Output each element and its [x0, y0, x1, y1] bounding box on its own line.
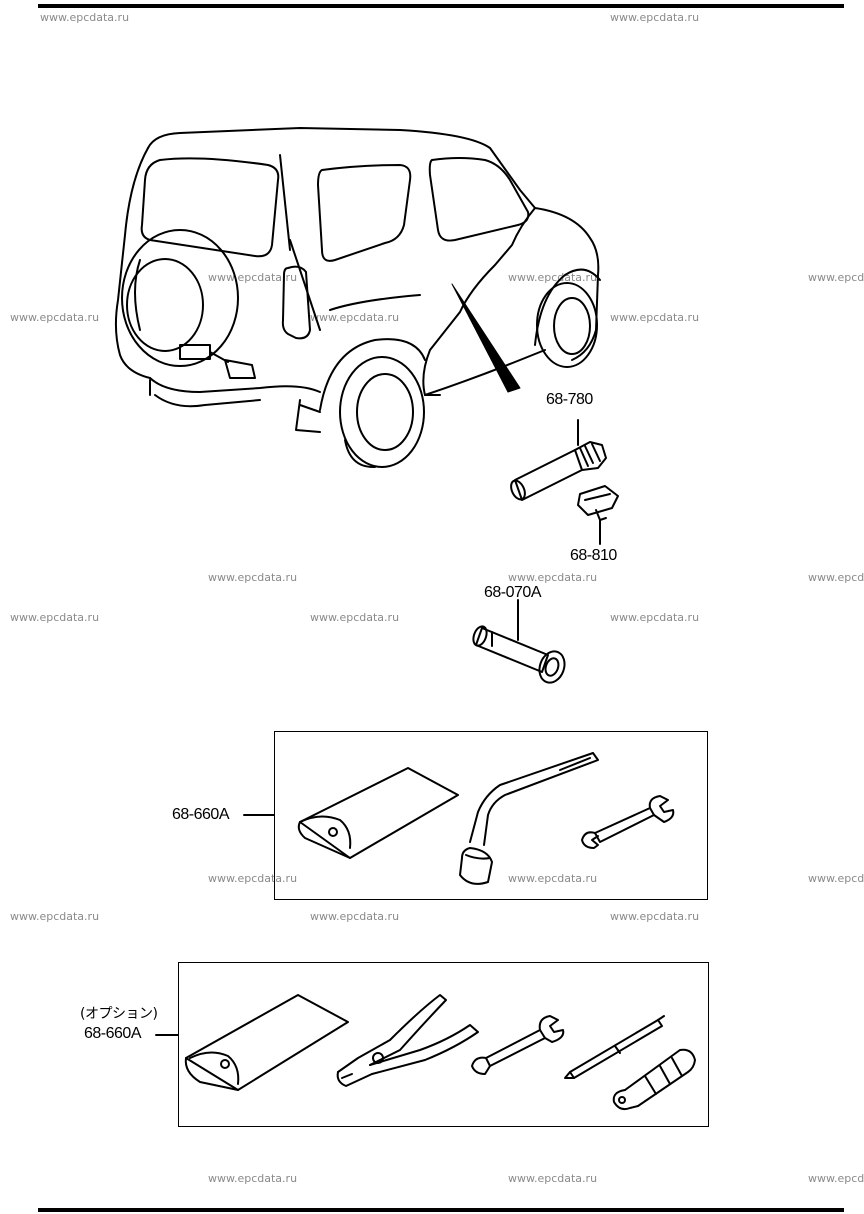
watermark: www.epcdata.ru: [808, 271, 864, 284]
screwdriver-bit-icon: [564, 1015, 665, 1079]
jack-handle-part: [510, 419, 607, 501]
watermark: www.epcdata.ru: [10, 311, 100, 324]
watermark: www.epcdata.ru: [208, 571, 298, 584]
watermark: www.epcdata.ru: [508, 571, 598, 584]
pliers-icon: [336, 994, 479, 1087]
wrench-extension-part: [472, 599, 566, 684]
watermark: www.epcdata.ru: [208, 1172, 298, 1185]
optional-tool-kit-box: [178, 962, 709, 1127]
lug-wrench-icon: [459, 752, 599, 885]
watermark: www.epcdata.ru: [610, 910, 700, 923]
watermark: www.epcdata.ru: [610, 311, 700, 324]
open-end-wrench-icon: [581, 795, 675, 849]
part-label-jack-handle: 68-780: [546, 391, 593, 408]
watermark: www.epcdata.ru: [208, 271, 298, 284]
watermark: www.epcdata.ru: [40, 11, 130, 24]
location-pointer: [451, 283, 521, 393]
watermark: www.epcdata.ru: [10, 611, 100, 624]
watermark: www.epcdata.ru: [310, 910, 400, 923]
watermark: www.epcdata.ru: [808, 571, 864, 584]
watermark: www.epcdata.ru: [610, 611, 700, 624]
part-label-tool-kit: 68-660A: [172, 806, 230, 823]
tool-bag-icon: [297, 767, 459, 859]
watermark: www.epcdata.ru: [508, 1172, 598, 1185]
optional-wrench-icon: [471, 1015, 565, 1075]
watermark: www.epcdata.ru: [10, 910, 100, 923]
vehicle-illustration: [114, 127, 601, 469]
watermark: www.epcdata.ru: [310, 311, 400, 324]
optional-note-label: (オプション): [80, 1006, 158, 1022]
watermark: www.epcdata.ru: [808, 872, 864, 885]
part-label-clip: 68-810: [570, 547, 617, 564]
screwdriver-icon: [612, 1048, 696, 1111]
watermark: www.epcdata.ru: [508, 271, 598, 284]
watermark: www.epcdata.ru: [310, 611, 400, 624]
part-label-wrench-extension: 68-070A: [484, 584, 542, 601]
watermark: www.epcdata.ru: [508, 872, 598, 885]
part-label-tool-kit-optional: 68-660A: [84, 1025, 142, 1042]
optional-tool-bag-icon: [184, 994, 349, 1091]
bottom-rule: [38, 1208, 844, 1212]
clip-part: [577, 485, 619, 545]
top-rule: [38, 4, 844, 8]
watermark: www.epcdata.ru: [808, 1172, 864, 1185]
watermark: www.epcdata.ru: [610, 11, 700, 24]
